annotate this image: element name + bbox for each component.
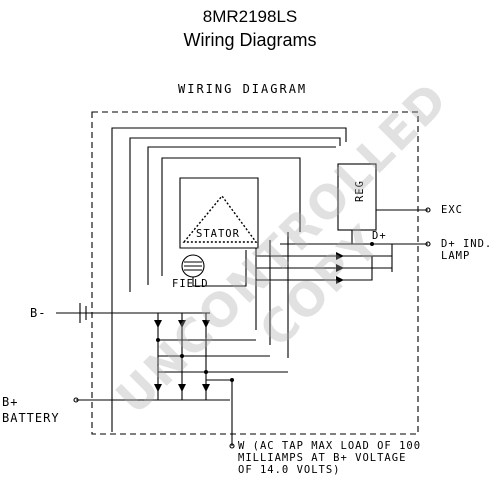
rect-diode-5 — [178, 384, 186, 392]
field-coil-winding — [184, 261, 202, 271]
exc-terminal — [425, 207, 431, 213]
wire-loop-3 — [147, 146, 336, 285]
junction-2 — [180, 354, 184, 358]
rect-diode-6 — [202, 384, 210, 392]
model-title: 8MR2198LS — [202, 7, 298, 26]
w-note-line-1: W (AC TAP MAX LOAD OF 100 — [238, 440, 422, 452]
battery-label: BATTERY — [2, 411, 60, 425]
diode-2 — [336, 264, 344, 272]
lamp-label: LAMP — [441, 250, 471, 262]
junction-4 — [370, 242, 374, 246]
rect-diode-1 — [154, 320, 162, 328]
diode-trio-row-3 — [256, 256, 373, 281]
rect-diode-2 — [178, 320, 186, 328]
b-minus-label: B- — [30, 306, 47, 320]
d-plus-ind-label: D+ IND. — [441, 238, 493, 250]
rect-diode-4 — [154, 384, 162, 392]
regulator-box — [337, 163, 377, 231]
rect-diode-3 — [202, 320, 210, 328]
stator-winding — [182, 194, 258, 243]
diagram-header: WIRING DIAGRAM — [178, 82, 308, 96]
field-wire — [192, 250, 247, 287]
d-plus-inner-label: D+ — [372, 230, 387, 242]
junction-5 — [230, 378, 234, 382]
field-label: FIELD — [172, 278, 209, 290]
b-plus-label: B+ — [2, 395, 19, 409]
reg-label: REG — [354, 180, 366, 202]
diode-3 — [336, 276, 344, 284]
junction-1 — [156, 338, 160, 342]
stator-label: STATOR — [196, 228, 240, 240]
title-block: 8MR2198LS Wiring Diagrams — [0, 6, 500, 52]
wire-loop-outer — [111, 127, 347, 432]
diode-1 — [336, 252, 344, 260]
w-note-line-3: OF 14.0 VOLTS) — [238, 464, 341, 476]
d-plus-terminal — [425, 241, 431, 247]
w-tap-terminal — [229, 443, 235, 449]
junction-3 — [204, 370, 208, 374]
w-note-line-2: MILLIAMPS AT B+ VOLTAGE — [238, 452, 407, 464]
wire-loop-4 — [161, 157, 301, 276]
wire-loop-2 — [129, 137, 341, 292]
page-subtitle: Wiring Diagrams — [183, 30, 317, 50]
alternator-enclosure — [91, 111, 419, 435]
w-tap-wire — [206, 379, 233, 446]
b-plus-terminal — [73, 397, 79, 403]
exc-label: EXC — [441, 204, 463, 216]
stator-box — [179, 177, 259, 249]
